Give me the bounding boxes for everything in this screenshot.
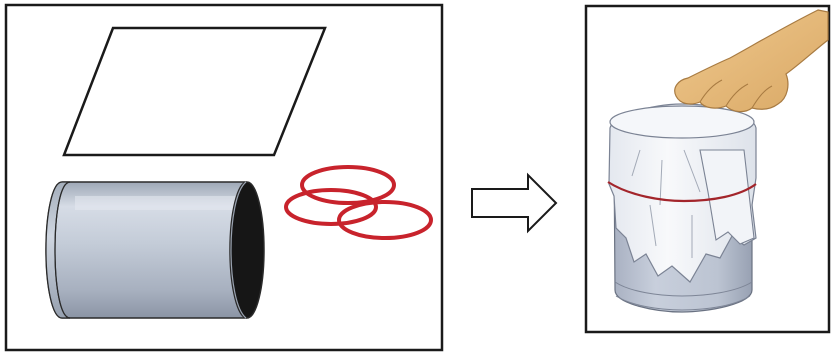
rubber-band (300, 165, 396, 205)
right-arrow (471, 172, 558, 234)
rubber-band-around-container (607, 181, 757, 203)
covered-container (607, 103, 757, 313)
rubber-bands (284, 165, 433, 240)
hand (674, 9, 829, 113)
paper-cover (608, 103, 757, 283)
rubber-band (284, 188, 378, 226)
paper-sheet (62, 26, 327, 157)
left-panel (4, 3, 444, 352)
right-panel (584, 4, 831, 334)
rubber-band (337, 200, 433, 240)
container-cylinder (45, 181, 265, 319)
cylinder-opening (229, 181, 265, 319)
